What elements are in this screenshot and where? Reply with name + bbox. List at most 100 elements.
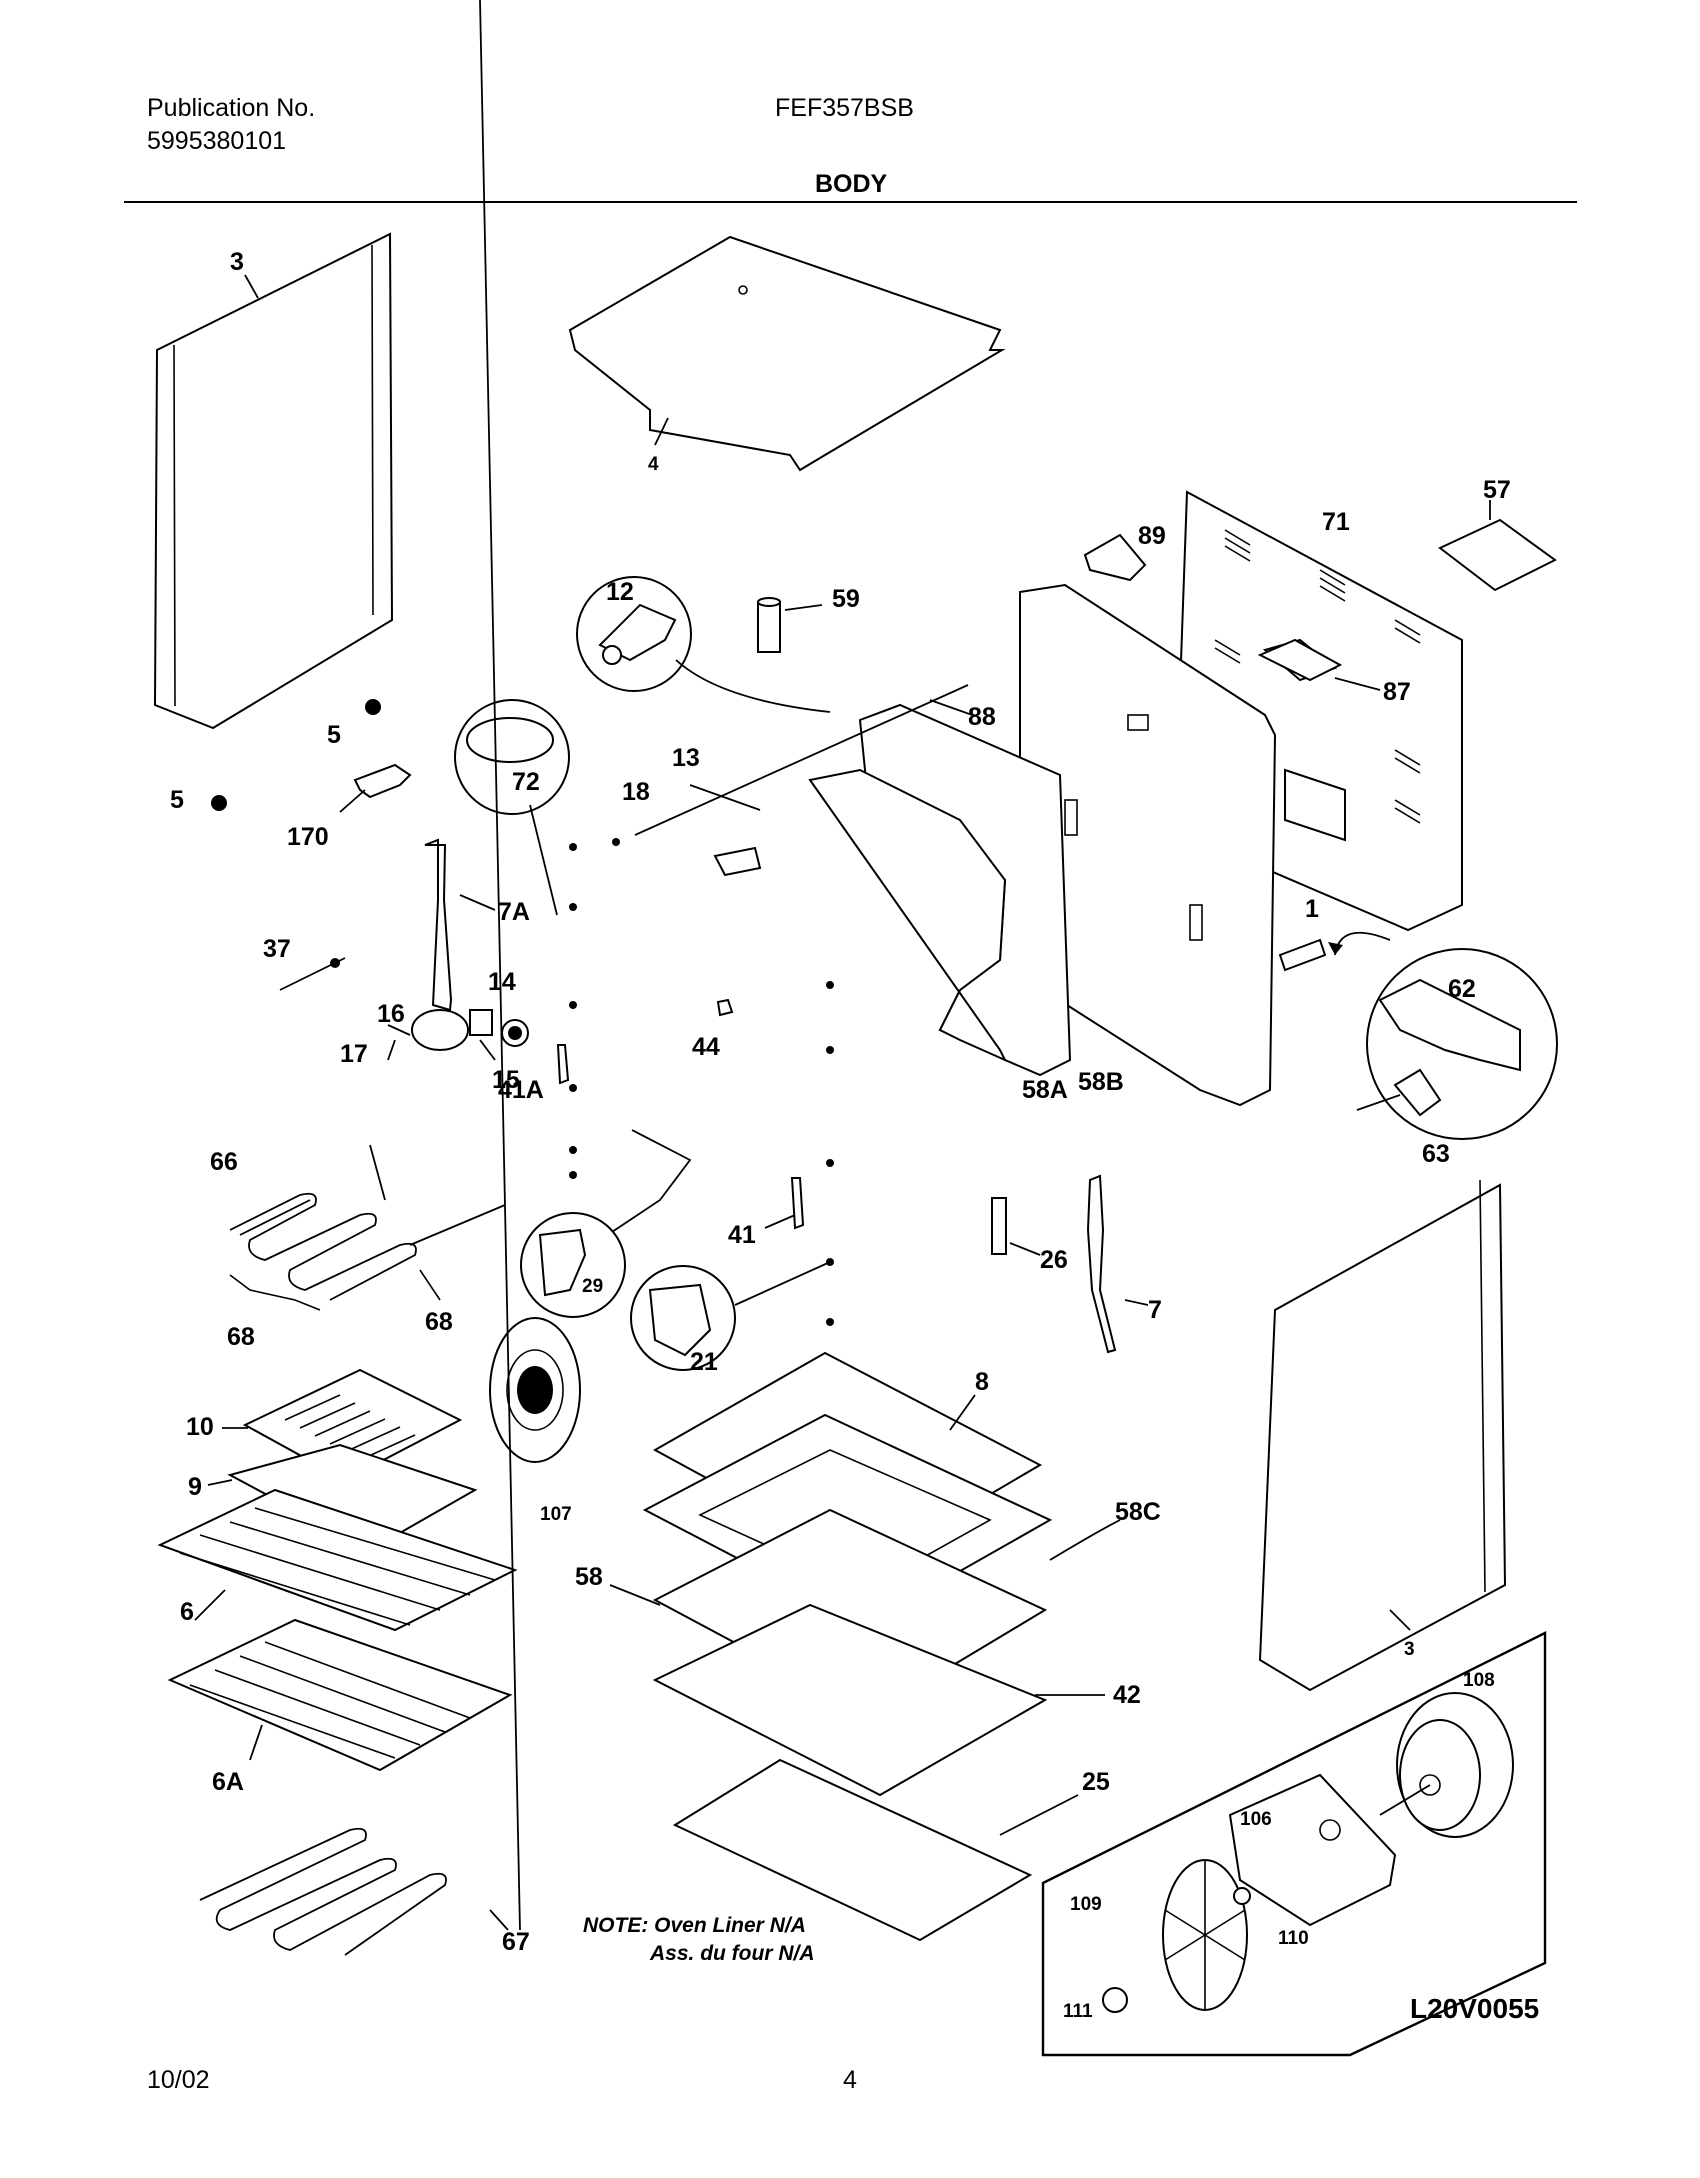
part-26 [991, 1197, 1007, 1255]
note-line-2: Ass. du four N/A [649, 1942, 815, 1965]
callout: 41A [498, 1076, 544, 1104]
page-number: 4 [843, 2066, 857, 2094]
callout: 66 [210, 1148, 238, 1176]
callout: 87 [1383, 678, 1411, 706]
callout: 110 [1278, 1928, 1309, 1949]
callout: 12 [606, 578, 634, 606]
callout: 17 [340, 1040, 368, 1068]
inset-21 [630, 1261, 831, 1371]
publication-number: 5995380101 [147, 127, 287, 155]
part-59 [757, 597, 823, 653]
part-frame-58A-58B [808, 703, 1072, 1077]
part-top-panel [568, 235, 1006, 472]
callout: 107 [540, 1504, 572, 1525]
inset-29 [520, 1212, 626, 1318]
mounting-screws [569, 838, 834, 1326]
part-10-grid [222, 1368, 463, 1482]
part-107-fan-cover [489, 1317, 581, 1463]
part-67-bake-element [199, 0, 521, 1956]
callout: 67 [502, 1928, 530, 1956]
callout: 58B [1078, 1068, 1124, 1096]
publication-label: Publication No. [147, 94, 316, 122]
callout: 58 [575, 1563, 603, 1591]
callout: 7 [1148, 1296, 1162, 1324]
callout: 8 [975, 1368, 989, 1396]
callout: 68 [227, 1323, 255, 1351]
part-37 [279, 957, 346, 991]
part-57-plate [1438, 518, 1557, 592]
callout: 1 [1305, 895, 1319, 923]
screws-5 [211, 699, 381, 811]
callout-labels: 3 4 57 71 89 12 59 5 5 88 87 13 72 170 1… [170, 248, 1511, 2022]
callout: 59 [832, 585, 860, 613]
part-42 [652, 1603, 1048, 1797]
callout: 6A [212, 1768, 244, 1796]
callout: 5 [170, 786, 184, 814]
callout: 42 [1113, 1681, 1141, 1709]
note-line-1: NOTE: Oven Liner N/A [583, 1914, 806, 1937]
callout: 26 [1040, 1246, 1068, 1274]
part-hinge-7 [1086, 1174, 1149, 1354]
lamp-assembly [387, 1009, 529, 1061]
callout: 5 [327, 721, 341, 749]
part-wire-13 [634, 684, 969, 877]
model-number: FEF357BSB [775, 94, 914, 122]
part-inner-back-panel [1019, 583, 1277, 1107]
part-6A-rack [167, 1618, 513, 1772]
part-hinge-7A [424, 838, 496, 1012]
fan-motor-108 [1379, 1692, 1514, 1838]
header-rule [124, 201, 1577, 203]
callout: 21 [690, 1348, 718, 1376]
part-6-rack [157, 1488, 518, 1632]
callout: 4 [648, 454, 659, 475]
part-62-small [1278, 938, 1327, 972]
callout: 37 [263, 935, 291, 963]
callout: 62 [1448, 975, 1476, 1003]
callout: 14 [488, 968, 516, 996]
callout: 58C [1115, 1498, 1161, 1526]
callout: 106 [1240, 1809, 1272, 1830]
part-89-bracket [1083, 533, 1147, 582]
fan-nut-111 [1102, 1987, 1128, 2013]
part-44 [716, 998, 734, 1017]
callout: 16 [377, 1000, 405, 1028]
part-side-panel-right [1258, 1179, 1507, 1692]
part-87-gasket [1257, 638, 1343, 682]
callout: 108 [1463, 1670, 1495, 1691]
callout: 71 [1322, 508, 1350, 536]
callout: 109 [1070, 1894, 1102, 1915]
callout: 63 [1422, 1140, 1450, 1168]
part-25 [672, 1758, 1033, 1942]
callout: 68 [425, 1308, 453, 1336]
callout: 89 [1138, 522, 1166, 550]
part-68-a [229, 1274, 321, 1311]
diagram-code: L20V0055 [1410, 1993, 1539, 2024]
callout: 44 [692, 1033, 720, 1061]
fan-blade-109 [1162, 1859, 1248, 2011]
callout: 57 [1483, 476, 1511, 504]
part-side-panel-left [153, 232, 394, 730]
callout: 3 [230, 248, 244, 276]
callout: 15 [492, 1066, 520, 1094]
callout: 18 [622, 778, 650, 806]
inset-72 [454, 699, 570, 916]
callout: 9 [188, 1473, 202, 1501]
callout: 72 [512, 768, 540, 796]
footer-date: 10/02 [147, 2066, 210, 2094]
callout: 88 [968, 703, 996, 731]
inset-12 [576, 576, 831, 713]
callout: 7A [498, 898, 530, 926]
callout: 6 [180, 1598, 194, 1626]
part-66-broil-element [229, 1144, 506, 1301]
fan-motor-inset [1041, 1631, 1547, 2057]
callout: 3 [1404, 1639, 1415, 1660]
section-title: BODY [815, 170, 888, 198]
callout: 41 [728, 1221, 756, 1249]
callout: 58A [1022, 1076, 1068, 1104]
callout: 10 [186, 1413, 214, 1441]
callout: 25 [1082, 1768, 1110, 1796]
callout: 170 [287, 823, 329, 851]
callout: 111 [1063, 2001, 1093, 2022]
part-41 [790, 1177, 805, 1230]
part-170-bracket [353, 763, 412, 799]
